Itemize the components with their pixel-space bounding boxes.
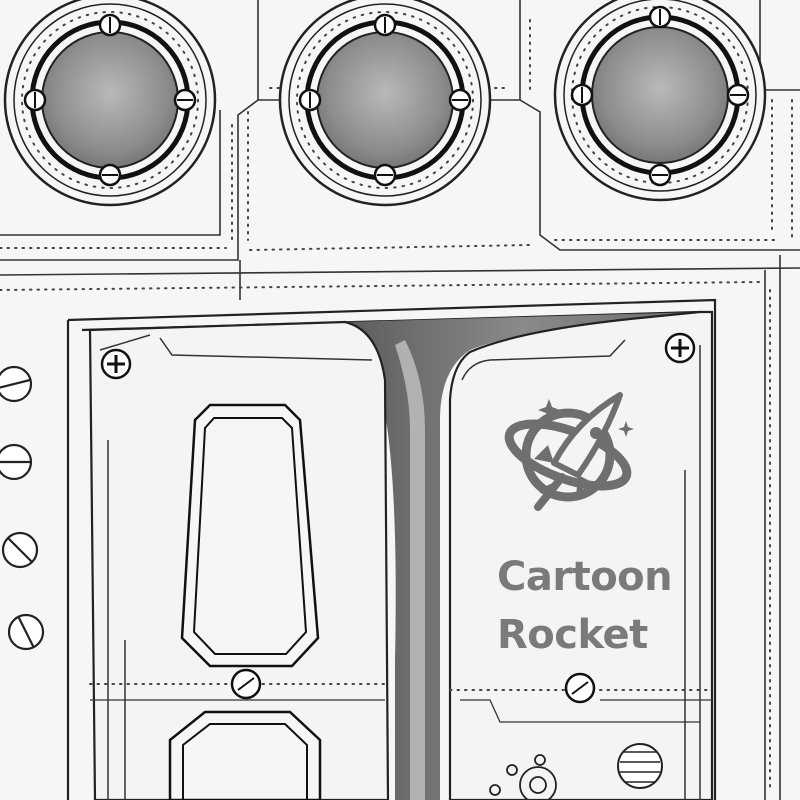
slot-screw-icon — [23, 13, 197, 187]
slot-screw-icon — [230, 668, 262, 700]
right-door — [448, 310, 714, 800]
door-window-lower — [168, 710, 322, 800]
door-window-upper — [180, 403, 320, 668]
door-gap-highlight — [395, 340, 425, 800]
rocket-logo-icon — [504, 392, 634, 511]
left-door — [88, 320, 390, 800]
plus-screw-icon — [100, 348, 132, 380]
slot-screw-icon — [298, 13, 472, 187]
side-screws — [0, 365, 45, 651]
dial-icon — [489, 754, 557, 800]
porthole-window-1 — [3, 0, 217, 207]
porthole-window-3 — [553, 0, 767, 202]
door-gap-shadow — [345, 312, 700, 800]
slot-screw-icon — [570, 5, 750, 187]
plus-screw-icon — [664, 332, 696, 364]
slot-screw-icon — [617, 743, 663, 789]
star-icon — [524, 399, 634, 444]
porthole-window-2 — [278, 0, 492, 207]
slot-screw-icon — [564, 672, 596, 704]
brand-line-2: Rocket — [497, 612, 648, 658]
rivet-dots — [0, 19, 793, 791]
brand-line-1: Cartoon — [497, 554, 672, 600]
